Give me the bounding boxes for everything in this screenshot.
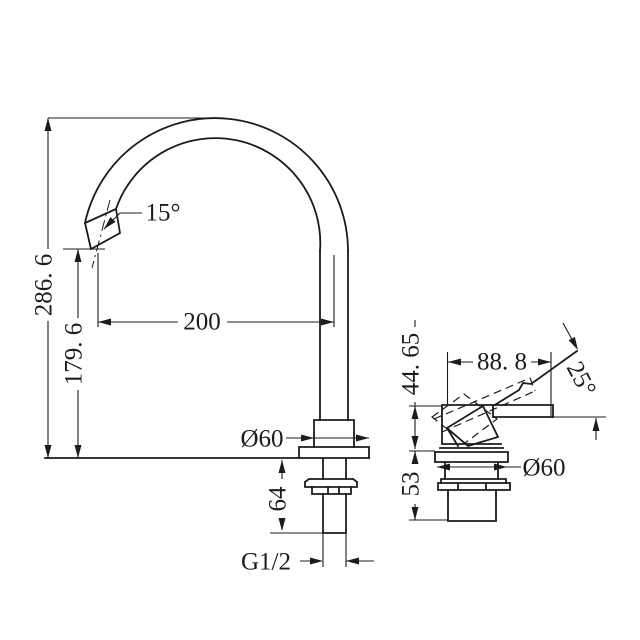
handle-reach-label: 88. 8 xyxy=(477,349,527,376)
lever-raised-line xyxy=(491,349,579,408)
threaded-shank xyxy=(322,493,347,534)
spout-base-flange xyxy=(298,446,370,459)
gooseneck-spout-outline xyxy=(84,117,349,252)
side-flange-diameter-label: Ø60 xyxy=(522,455,565,482)
spout-tip-centerline xyxy=(91,199,111,269)
spout-tube xyxy=(319,250,349,421)
dimension-spout-reach: 200 xyxy=(97,253,335,336)
dimension-body-height: 44. 65 xyxy=(398,320,442,449)
side-under-bench-label: 53 xyxy=(398,472,425,497)
lock-nut xyxy=(303,477,359,495)
side-view xyxy=(431,349,606,522)
outlet-angle-label: 15° xyxy=(146,200,181,227)
thread-size-label: G1/2 xyxy=(241,549,291,576)
total-height-label: 286. 6 xyxy=(31,254,58,317)
cartridge-phantom xyxy=(431,393,498,444)
spout-tip-joint-line xyxy=(83,207,118,225)
dimension-under-bench-length: 64 xyxy=(265,460,323,534)
spout-collar xyxy=(313,419,355,448)
body-height-label: 44. 65 xyxy=(398,333,425,396)
dimension-total-height: 286. 6 xyxy=(31,117,215,458)
dimension-front-flange-diameter: Ø60 xyxy=(240,426,369,453)
dimension-outlet-angle: 15° xyxy=(103,200,181,230)
front-flange-diameter-label: Ø60 xyxy=(240,426,283,453)
front-view xyxy=(44,117,370,567)
body-outline xyxy=(441,404,554,444)
base-plate xyxy=(439,443,504,449)
spout-reach-label: 200 xyxy=(183,309,221,336)
side-threaded-shank xyxy=(447,489,497,522)
dimension-thread-size: G1/2 xyxy=(241,549,374,576)
handle-angle-label: 25° xyxy=(561,357,601,401)
side-lock-nut xyxy=(437,478,511,491)
cartridge-solid xyxy=(445,404,500,448)
shank-upper xyxy=(322,457,347,480)
side-flange xyxy=(434,451,509,463)
dimension-handle-angle: 25° xyxy=(561,322,601,440)
dimension-outlet-height: 179. 6 xyxy=(61,248,105,458)
dimension-side-under-bench: 53 xyxy=(398,450,448,521)
shank-extension-lines xyxy=(322,533,347,567)
under-bench-length-label: 64 xyxy=(265,486,292,512)
outlet-height-label: 179. 6 xyxy=(61,323,88,386)
dimension-handle-reach: 88. 8 xyxy=(446,349,552,417)
side-body-lower xyxy=(444,461,499,480)
lever-phantom xyxy=(433,377,536,433)
dimension-side-flange-diameter: Ø60 xyxy=(437,455,566,482)
